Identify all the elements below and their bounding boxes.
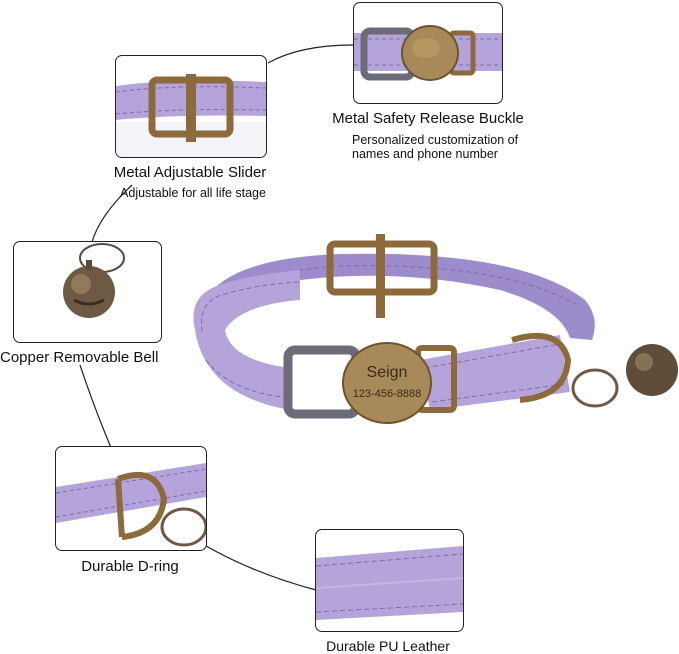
buckle-desc-line1: Personalized customization of [352, 133, 519, 147]
tag-name: Seign [366, 364, 408, 381]
dring-closeup-image [56, 463, 206, 547]
connector-bell [79, 364, 113, 451]
tag-phone: 123-456-8888 [352, 388, 422, 400]
connector-buckle [267, 44, 354, 64]
bell-title: Copper Removable Bell [0, 349, 159, 366]
detail-box-slider [115, 55, 267, 158]
dring-title: Durable D-ring [81, 558, 179, 575]
slider-title: Metal Adjustable Slider [113, 164, 267, 181]
detail-box-bell [13, 241, 162, 343]
connector-slider [91, 184, 133, 243]
buckle-title: Metal Safety Release Buckle [332, 110, 524, 127]
slider-closeup-image [116, 74, 266, 157]
engraved-tag: Seign 123-456-8888 [342, 342, 432, 424]
leather-closeup-image [316, 546, 463, 620]
bell-closeup-image [63, 243, 125, 318]
leather-title: Durable PU Leather [326, 638, 450, 654]
buckle-desc-line2: names and phone number [352, 147, 498, 161]
slider-desc: Adjustable for all life stage [120, 186, 266, 200]
buckle-closeup-image [354, 25, 502, 81]
detail-box-buckle [353, 2, 503, 104]
detail-box-dring [55, 446, 207, 551]
detail-box-leather [315, 529, 464, 632]
